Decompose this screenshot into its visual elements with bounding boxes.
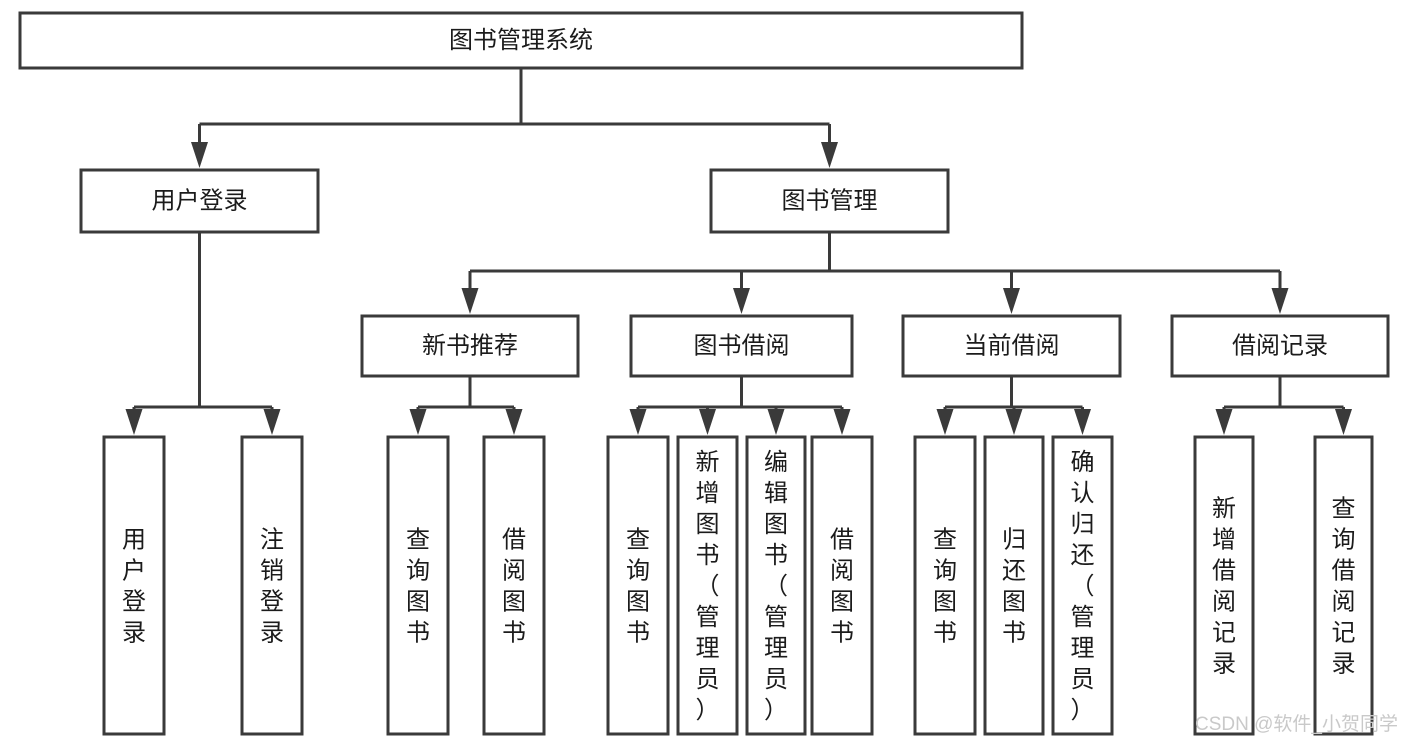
arrow-head-leaf-record-add <box>1215 409 1233 435</box>
node-label-leaf-borrow-add: 新增图书（管理员） <box>696 449 720 724</box>
node-leaf-borrow-do[interactable]: 借阅图书 <box>810 435 874 736</box>
csdn-watermark: CSDN @软件_小贺同学 <box>1195 713 1398 735</box>
node-leaf-borrow-add[interactable]: 新增图书（管理员） <box>676 435 739 736</box>
node-label-leaf-borrow-edit: 编辑图书（管理员） <box>764 449 788 724</box>
node-label-leaf-record-add: 新增借阅记录 <box>1212 496 1236 678</box>
connector-group-current-borrow <box>936 376 1091 435</box>
node-leaf-borrow-edit[interactable]: 编辑图书（管理员） <box>745 435 807 736</box>
connector-group-book-manage <box>461 232 1289 314</box>
node-box-current-borrow[interactable] <box>901 314 1122 378</box>
node-layer: 图书管理系统用户登录图书管理新书推荐图书借阅当前借阅借阅记录用户登录注销登录查询… <box>18 11 1390 736</box>
node-user-login[interactable]: 用户登录 <box>79 168 320 234</box>
node-box-root[interactable] <box>18 11 1024 70</box>
node-new-book-rec[interactable]: 新书推荐 <box>360 314 580 378</box>
node-label-leaf-user-login: 用户登录 <box>122 527 146 647</box>
node-box-borrow-record[interactable] <box>1170 314 1390 378</box>
node-box-leaf-current-return[interactable] <box>983 435 1045 736</box>
node-box-book-borrow[interactable] <box>629 314 854 378</box>
node-leaf-user-login[interactable]: 用户登录 <box>102 435 166 736</box>
node-leaf-current-query[interactable]: 查询图书 <box>913 435 977 736</box>
node-label-leaf-borrow-query: 查询图书 <box>626 527 650 647</box>
connector-group-borrow-record <box>1215 376 1352 435</box>
connector-group-new-book-rec <box>409 376 523 435</box>
arrow-head-leaf-borrow-query <box>629 409 647 435</box>
node-box-new-book-rec[interactable] <box>360 314 580 378</box>
node-label-current-borrow: 当前借阅 <box>964 332 1060 359</box>
node-box-leaf-borrow-query[interactable] <box>606 435 670 736</box>
node-label-leaf-rec-borrow: 借阅图书 <box>502 527 526 647</box>
node-label-leaf-record-query: 查询借阅记录 <box>1332 496 1356 678</box>
node-book-manage[interactable]: 图书管理 <box>709 168 950 234</box>
node-box-leaf-record-query[interactable] <box>1313 435 1374 736</box>
connector-group-user-login <box>125 232 281 435</box>
node-box-leaf-user-login[interactable] <box>102 435 166 736</box>
node-box-book-manage[interactable] <box>709 168 950 234</box>
node-label-leaf-logout: 注销登录 <box>260 527 284 647</box>
node-box-user-login[interactable] <box>79 168 320 234</box>
arrow-head-leaf-current-query <box>936 409 954 435</box>
node-label-leaf-borrow-do: 借阅图书 <box>830 527 854 647</box>
node-box-leaf-borrow-do[interactable] <box>810 435 874 736</box>
node-box-leaf-rec-query[interactable] <box>386 435 450 736</box>
connector-layer <box>125 68 1352 435</box>
node-label-leaf-rec-query: 查询图书 <box>406 527 430 647</box>
arrow-head-leaf-borrow-add <box>699 409 716 435</box>
node-box-leaf-current-confirm[interactable] <box>1051 435 1114 736</box>
arrow-head-leaf-record-query <box>1335 409 1352 435</box>
arrow-head-leaf-logout <box>263 409 281 435</box>
arrow-head-leaf-current-return <box>1005 409 1023 435</box>
node-leaf-current-confirm[interactable]: 确认归还（管理员） <box>1051 435 1114 736</box>
node-leaf-borrow-query[interactable]: 查询图书 <box>606 435 670 736</box>
node-label-leaf-current-return: 归还图书 <box>1002 527 1026 647</box>
arrow-head-book-borrow <box>733 288 750 314</box>
node-box-leaf-record-add[interactable] <box>1193 435 1255 736</box>
node-label-book-borrow: 图书借阅 <box>694 332 790 359</box>
node-label-root: 图书管理系统 <box>449 27 593 54</box>
node-leaf-rec-query[interactable]: 查询图书 <box>386 435 450 736</box>
arrow-head-leaf-user-login <box>125 409 143 435</box>
node-leaf-record-query[interactable]: 查询借阅记录 <box>1313 435 1374 736</box>
arrow-head-leaf-rec-borrow <box>505 409 523 435</box>
node-leaf-record-add[interactable]: 新增借阅记录 <box>1193 435 1255 736</box>
node-book-borrow[interactable]: 图书借阅 <box>629 314 854 378</box>
node-label-borrow-record: 借阅记录 <box>1232 332 1328 359</box>
node-label-user-login: 用户登录 <box>152 187 248 214</box>
arrow-head-leaf-borrow-edit <box>767 409 785 435</box>
arrow-head-current-borrow <box>1003 288 1020 314</box>
node-box-leaf-borrow-edit[interactable] <box>745 435 807 736</box>
connector-group-root <box>191 68 838 168</box>
node-leaf-logout[interactable]: 注销登录 <box>240 435 304 736</box>
node-box-leaf-borrow-add[interactable] <box>676 435 739 736</box>
node-current-borrow[interactable]: 当前借阅 <box>901 314 1122 378</box>
node-leaf-rec-borrow[interactable]: 借阅图书 <box>482 435 546 736</box>
node-label-new-book-rec: 新书推荐 <box>422 332 518 359</box>
node-box-leaf-rec-borrow[interactable] <box>482 435 546 736</box>
node-root[interactable]: 图书管理系统 <box>18 11 1024 70</box>
arrow-head-user-login <box>191 142 208 168</box>
arrow-head-leaf-borrow-do <box>833 409 851 435</box>
arrow-head-leaf-current-confirm <box>1074 409 1091 435</box>
connector-group-book-borrow <box>629 376 851 435</box>
node-label-leaf-current-confirm: 确认归还（管理员） <box>1071 449 1095 724</box>
node-label-leaf-current-query: 查询图书 <box>933 527 957 647</box>
arrow-head-book-manage <box>821 142 838 168</box>
node-label-book-manage: 图书管理 <box>782 187 878 214</box>
arrow-head-borrow-record <box>1271 288 1289 314</box>
node-leaf-current-return[interactable]: 归还图书 <box>983 435 1045 736</box>
node-borrow-record[interactable]: 借阅记录 <box>1170 314 1390 378</box>
node-box-leaf-logout[interactable] <box>240 435 304 736</box>
arrow-head-leaf-rec-query <box>409 409 427 435</box>
node-box-leaf-current-query[interactable] <box>913 435 977 736</box>
arrow-head-new-book-rec <box>461 288 479 314</box>
